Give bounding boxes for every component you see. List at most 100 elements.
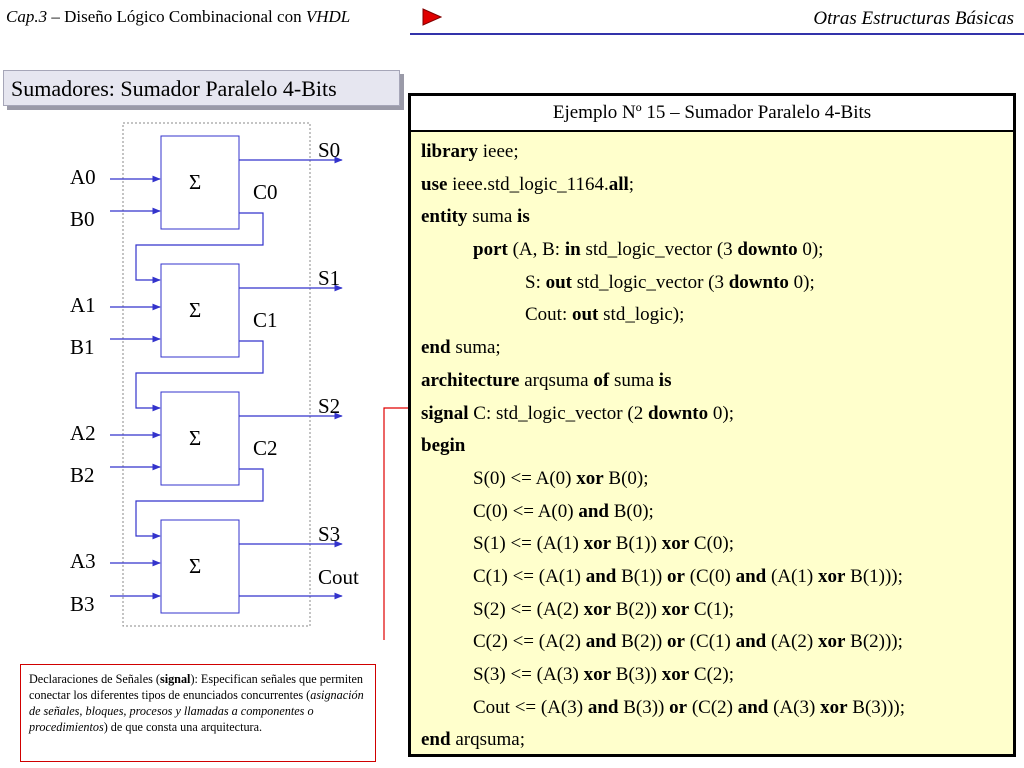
signal-link-arrow bbox=[383, 404, 419, 640]
code-line: S: out std_logic_vector (3 downto 0); bbox=[421, 267, 1013, 300]
code-text: S(3) <= (A(3) bbox=[473, 664, 584, 685]
code-text: C(1) <= (A(1) bbox=[473, 565, 586, 587]
code-keyword: is bbox=[517, 206, 530, 228]
note-italic-text: asignación de señales, bloques, procesos… bbox=[29, 688, 364, 734]
code-text: (A(1) bbox=[766, 565, 818, 587]
input-label-b0: B0 bbox=[70, 207, 95, 231]
adder-diagram bbox=[110, 122, 419, 640]
carry-wire-c1 bbox=[135, 340, 264, 412]
code-line: architecture arqsuma of suma is bbox=[421, 365, 1013, 398]
code-line: S(0) <= A(0) xor B(0); bbox=[421, 463, 1013, 496]
code-text: B(3)) bbox=[611, 664, 662, 685]
code-text: C(0); bbox=[689, 533, 734, 555]
code-text: S(0) <= A(0) bbox=[473, 467, 577, 489]
code-line: S(2) <= (A(2) xor B(2)) xor C(1); bbox=[421, 594, 1013, 627]
code-keyword: out bbox=[545, 271, 573, 293]
code-keyword: end bbox=[421, 729, 451, 751]
carry-wire-c0 bbox=[135, 212, 264, 284]
code-text: (C(2) bbox=[687, 696, 738, 718]
sigma-label-0: Σ bbox=[189, 170, 202, 194]
code-text: 0); bbox=[797, 239, 824, 261]
code-text: suma bbox=[609, 369, 659, 391]
code-text: C(0) <= A(0) bbox=[473, 500, 579, 522]
code-text: B(2))); bbox=[845, 631, 903, 653]
note-text-1: Declaraciones de Señales ( bbox=[29, 672, 160, 686]
code-text: (C(0) bbox=[684, 565, 736, 587]
code-keyword: and bbox=[585, 565, 617, 587]
code-text: C(2); bbox=[689, 664, 734, 685]
code-keyword: out bbox=[571, 304, 599, 326]
code-text: B(0); bbox=[603, 467, 649, 489]
code-keyword: of bbox=[593, 369, 610, 391]
code-keyword: and bbox=[737, 696, 769, 718]
code-example-box: Ejemplo Nº 15 – Sumador Paralelo 4-Bits … bbox=[408, 93, 1016, 757]
code-keyword: downto bbox=[647, 402, 709, 424]
adder-enclosure bbox=[122, 122, 311, 627]
code-text: S(2) <= (A(2) bbox=[473, 598, 584, 620]
code-text: B(1))); bbox=[845, 565, 903, 587]
adder-block-3 bbox=[160, 519, 240, 614]
input-label-a2: A2 bbox=[70, 421, 96, 445]
code-keyword: and bbox=[587, 696, 619, 718]
code-keyword: xor bbox=[583, 664, 612, 685]
code-keyword: downto bbox=[737, 239, 798, 261]
code-keyword: architecture bbox=[421, 369, 520, 391]
carry-label-c1: C1 bbox=[253, 308, 278, 332]
code-keyword: and bbox=[735, 631, 767, 653]
code-text: C: std_logic_vector (2 bbox=[468, 402, 648, 424]
code-example-title: Ejemplo Nº 15 – Sumador Paralelo 4-Bits bbox=[411, 96, 1013, 132]
code-text: S: bbox=[525, 271, 546, 293]
code-line: C(2) <= (A(2) and B(2)) or (C(1) and (A(… bbox=[421, 626, 1013, 659]
code-text: std_logic_vector (3 bbox=[572, 271, 729, 293]
code-text: (C(1) bbox=[684, 631, 736, 653]
code-keyword: is bbox=[658, 369, 672, 391]
code-text: (A, B: bbox=[507, 239, 565, 261]
code-text: ; bbox=[628, 173, 635, 195]
code-text: Cout: bbox=[525, 304, 572, 326]
code-line: end suma; bbox=[421, 332, 1013, 365]
code-line: Cout: out std_logic); bbox=[421, 299, 1013, 332]
code-line: entity suma is bbox=[421, 201, 1013, 234]
input-label-a0: A0 bbox=[70, 165, 96, 189]
code-keyword: entity bbox=[421, 206, 468, 228]
code-text: arqsuma bbox=[519, 369, 594, 391]
adder-block-2 bbox=[160, 391, 240, 486]
code-keyword: and bbox=[578, 500, 609, 522]
code-text: B(0); bbox=[608, 500, 654, 522]
chapter-subtitle: – Diseño Lógico Combinacional con bbox=[47, 7, 306, 26]
code-text: 0); bbox=[708, 402, 734, 424]
code-keyword: xor bbox=[661, 533, 690, 555]
carry-label-c2: C2 bbox=[253, 436, 278, 460]
code-text: arqsuma; bbox=[450, 729, 525, 751]
code-keyword: port bbox=[473, 239, 508, 261]
signal-declaration-note: Declaraciones de Señales (signal): Espec… bbox=[20, 664, 376, 762]
code-keyword: begin bbox=[421, 435, 466, 457]
input-label-a3: A3 bbox=[70, 549, 96, 573]
code-line: S(1) <= (A(1) xor B(1)) xor C(0); bbox=[421, 528, 1013, 561]
note-signal-keyword: signal bbox=[159, 672, 191, 686]
code-text: suma; bbox=[450, 337, 501, 359]
code-keyword: and bbox=[585, 631, 617, 653]
code-keyword: use bbox=[421, 173, 448, 195]
note-text-3: ) de que consta una arquitectura. bbox=[103, 720, 263, 734]
note-text-2: ): Especifican señales que permiten cone… bbox=[29, 672, 364, 702]
code-text: (A(3) bbox=[768, 696, 821, 718]
header-divider bbox=[410, 33, 1024, 35]
code-keyword: xor bbox=[583, 598, 612, 620]
code-text: ieee; bbox=[478, 141, 519, 162]
output-label-s3: S3 bbox=[318, 522, 341, 546]
output-label-cout: Cout bbox=[318, 565, 359, 589]
code-keyword: or bbox=[667, 631, 685, 653]
sigma-label-2: Σ bbox=[189, 426, 202, 450]
code-text: S(1) <= (A(1) bbox=[473, 533, 584, 555]
code-line: C(0) <= A(0) and B(0); bbox=[421, 496, 1013, 529]
code-keyword: xor bbox=[817, 565, 846, 587]
input-label-b3: B3 bbox=[70, 592, 95, 616]
code-line: port (A, B: in std_logic_vector (3 downt… bbox=[421, 234, 1013, 267]
code-text: (A(2) bbox=[766, 631, 818, 653]
code-line: S(3) <= (A(3) xor B(3)) xor C(2); bbox=[421, 659, 1013, 692]
code-line: library ieee; bbox=[421, 136, 1013, 169]
code-line: begin bbox=[421, 430, 1013, 463]
next-slide-arrow-icon[interactable] bbox=[422, 8, 442, 26]
code-keyword: and bbox=[735, 565, 767, 587]
